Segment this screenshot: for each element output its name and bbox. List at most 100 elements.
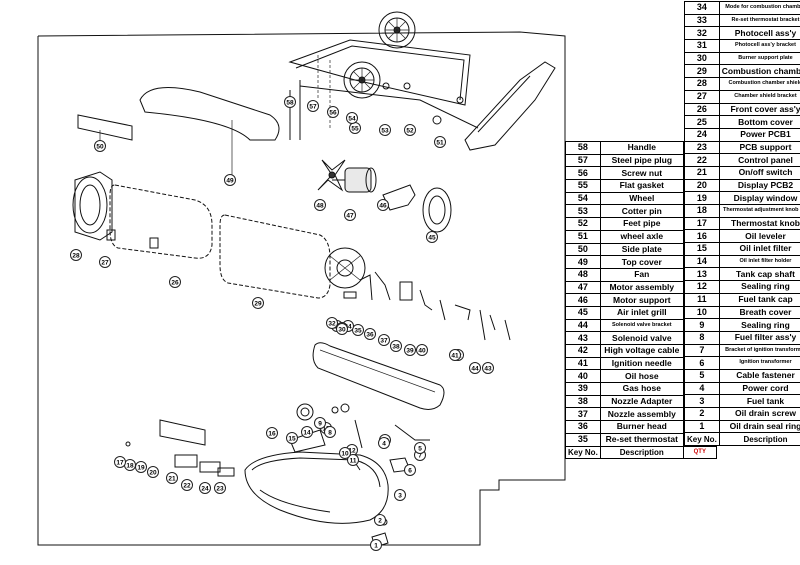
cell-desc: Side plate — [599, 242, 684, 257]
cell-no: 15 — [684, 242, 720, 256]
key-label-text: 29 — [254, 301, 262, 308]
key-label-circle — [252, 297, 264, 309]
key-label-circle — [449, 349, 461, 361]
cell-desc: Oil inlet filter holder — [718, 254, 800, 269]
key-label-text: 5 — [418, 446, 422, 453]
cell-desc: Air inlet grill — [599, 305, 684, 320]
key-label-10: 10 — [339, 447, 351, 459]
cell-no: 23 — [684, 140, 720, 155]
cell-desc: Display PCB2 — [718, 178, 800, 193]
key-label-circle — [346, 112, 358, 124]
cell-desc: Flat gasket — [599, 179, 684, 193]
cell-desc: Oil inlet filter — [718, 242, 800, 256]
cell-no: 31 — [684, 39, 720, 53]
key-label-circle — [324, 426, 336, 438]
cell-no: 50 — [565, 242, 601, 257]
key-label-text: 26 — [171, 280, 179, 287]
key-label-18: 18 — [124, 459, 136, 471]
cell-desc: Sealing ring — [718, 280, 800, 294]
key-label-51: 51 — [434, 136, 446, 148]
cell-desc: Burner head — [599, 420, 684, 434]
cell-desc: wheel axle — [599, 229, 684, 244]
key-label-48: 48 — [314, 199, 326, 211]
key-label-circle — [394, 489, 406, 501]
key-label-text: 2 — [378, 518, 382, 525]
key-label-53: 53 — [379, 124, 391, 136]
key-label-circle — [379, 124, 391, 136]
key-label-20: 20 — [147, 466, 159, 478]
cell-desc: High voltage cable — [599, 344, 684, 358]
cell-no: 33 — [684, 13, 720, 28]
key-label-43: 43 — [482, 362, 494, 374]
cell-desc: Oil leveler — [718, 229, 800, 244]
key-label-circle — [434, 136, 446, 148]
key-label-text: 12 — [348, 448, 356, 455]
fuel-tank — [244, 451, 389, 524]
key-label-text: 35 — [354, 328, 362, 335]
key-label-circle — [370, 539, 382, 551]
key-label-text: 27 — [101, 260, 109, 267]
cell-desc: Motor assembly — [599, 280, 684, 295]
fan-guard — [422, 187, 452, 233]
cell-desc: Screw nut — [599, 166, 684, 181]
cell-no: 12 — [684, 280, 720, 294]
key-label-text: 23 — [216, 486, 224, 493]
cell-desc: Oil hose — [599, 369, 684, 384]
key-label-40: 40 — [416, 344, 428, 356]
key-label-circle — [336, 323, 348, 335]
wheel-icon — [343, 61, 381, 99]
key-label-circle — [469, 362, 481, 374]
cell-no: 49 — [565, 255, 601, 269]
cell-desc: Fan — [599, 267, 684, 282]
cell-desc: Gas hose — [599, 382, 684, 396]
cell-desc: Sealing ring — [718, 318, 800, 332]
key-label-text: 39 — [406, 348, 414, 355]
key-label-35: 35 — [352, 324, 364, 336]
key-label-text: 10 — [341, 451, 349, 458]
cell-no: 37 — [565, 407, 601, 422]
cell-desc: Power PCB1 — [718, 127, 800, 142]
key-label-text: 7 — [418, 453, 422, 460]
cell-no: 4 — [684, 381, 720, 396]
key-label-text: 37 — [380, 338, 388, 345]
key-label-circle — [426, 231, 438, 243]
cell-no: 11 — [684, 292, 720, 307]
cell-no: 35 — [565, 432, 601, 447]
key-label-circle — [199, 482, 211, 494]
bottom-cover — [312, 342, 445, 410]
key-label-text: 15 — [288, 436, 296, 443]
cell-no: 5 — [684, 368, 720, 383]
cell-no: 52 — [565, 217, 601, 231]
cell-no: 27 — [684, 89, 720, 104]
key-label-19: 19 — [135, 461, 147, 473]
cell-desc: Breath cover — [718, 305, 800, 320]
key-label-text: 41 — [451, 353, 459, 360]
key-label-29: 29 — [252, 297, 264, 309]
key-label-21: 21 — [166, 472, 178, 484]
key-label-text: 51 — [436, 140, 444, 147]
key-label-circle — [339, 447, 351, 459]
cell-desc: Cotter pin — [599, 204, 684, 219]
key-label-circle — [377, 199, 389, 211]
key-label-24: 24 — [199, 482, 211, 494]
key-label-circle — [169, 276, 181, 288]
key-label-text: 22 — [183, 483, 191, 490]
front-cover — [72, 171, 113, 241]
burner-parts — [343, 271, 511, 341]
key-label-text: 8 — [328, 430, 332, 437]
key-label-text: 49 — [226, 178, 234, 185]
key-label-circle — [352, 324, 364, 336]
key-label-text: 6 — [408, 468, 412, 475]
cell-no: 7 — [684, 343, 720, 358]
